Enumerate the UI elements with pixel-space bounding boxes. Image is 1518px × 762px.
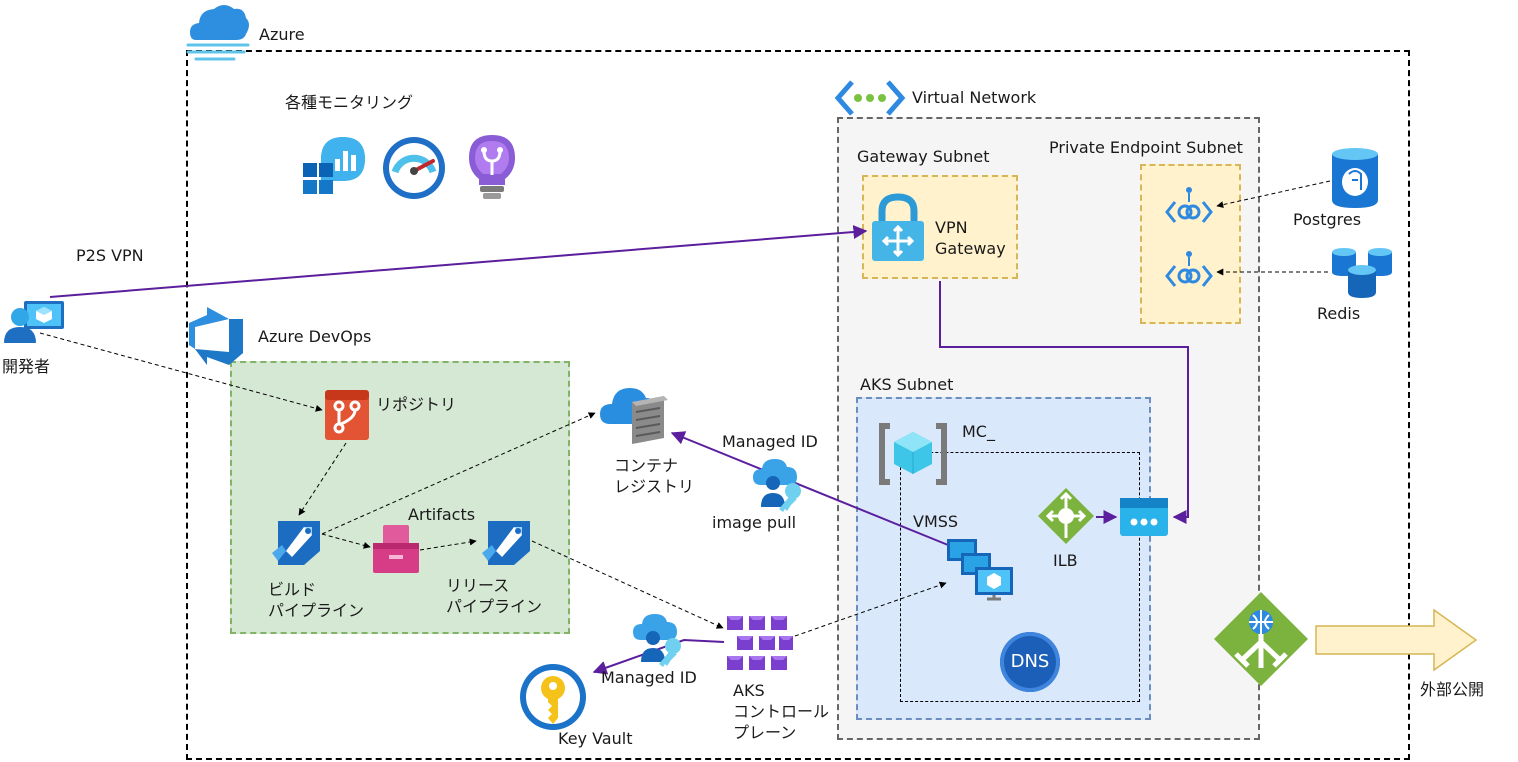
artifacts-icon <box>373 525 419 573</box>
image-pull-label: image pull <box>712 513 797 532</box>
p2s-vpn-label: P2S VPN <box>76 246 144 265</box>
developer-icon <box>4 301 64 343</box>
private-endpoint-subnet-label: Private Endpoint Subnet <box>1049 138 1243 157</box>
azure-label: Azure <box>259 25 305 44</box>
aks-control-plane-icon <box>727 616 793 670</box>
postgres-icon <box>1332 148 1378 208</box>
ilb-label: ILB <box>1053 551 1078 570</box>
mc-label: MC_ <box>962 422 995 441</box>
lightbulb-insights-icon <box>469 135 515 199</box>
virtual-network-label: Virtual Network <box>912 88 1037 107</box>
build-pipeline-label: ビルド パイプライン <box>268 580 365 620</box>
redis-icon <box>1332 248 1392 298</box>
key-vault-icon <box>520 664 586 730</box>
publish-arrow-icon <box>1315 608 1478 672</box>
monitor-dashboard-icon <box>303 137 365 194</box>
aks-control-plane-label: AKS コントロール プレーン <box>733 681 830 742</box>
managed-id-pull-label: Managed ID <box>722 432 818 451</box>
vpn-gateway-label: VPN Gateway <box>935 218 1006 258</box>
artifacts-label: Artifacts <box>408 505 476 524</box>
gateway-subnet-label: Gateway Subnet <box>857 147 990 166</box>
release-pipeline-label: リリース パイプライン <box>446 576 543 616</box>
resource-group-icon <box>879 423 947 485</box>
release-pipeline-icon <box>482 521 530 565</box>
private-endpoint-redis-icon <box>1165 251 1213 287</box>
azure-cloud-icon <box>186 5 250 61</box>
managed-id-kv-label: Managed ID <box>601 668 697 687</box>
vmss-icon <box>947 539 1013 601</box>
azure-devops-label: Azure DevOps <box>258 327 372 346</box>
publish-label: 外部公開 <box>1420 680 1485 699</box>
redis-label: Redis <box>1317 304 1361 323</box>
managed-identity-kv-icon <box>633 614 681 667</box>
repository-label: リポジトリ <box>376 395 457 414</box>
ilb-icon <box>1038 488 1094 544</box>
dns-label: DNS <box>1010 651 1050 672</box>
azure-devops-icon <box>189 307 243 365</box>
key-vault-label: Key Vault <box>558 729 633 748</box>
private-endpoint-postgres-icon <box>1165 187 1213 223</box>
monitoring-label: 各種モニタリング <box>285 93 414 112</box>
ingress-icon <box>1120 498 1168 536</box>
aks-subnet-label: AKS Subnet <box>860 375 954 394</box>
build-pipeline-icon <box>272 521 320 565</box>
repository-icon <box>325 390 369 440</box>
vpn-gateway-icon <box>872 193 924 261</box>
public-load-balancer-icon <box>1214 592 1308 686</box>
virtual-network-icon <box>834 80 906 116</box>
gauge-icon <box>383 137 445 199</box>
dns-icon: DNS <box>1000 632 1060 692</box>
postgres-label: Postgres <box>1293 210 1362 229</box>
developer-label: 開発者 <box>2 357 51 376</box>
container-registry-icon <box>600 388 668 444</box>
managed-identity-pull-icon <box>753 459 801 512</box>
container-registry-label: コンテナ レジストリ <box>614 456 695 496</box>
vmss-label: VMSS <box>913 512 959 531</box>
